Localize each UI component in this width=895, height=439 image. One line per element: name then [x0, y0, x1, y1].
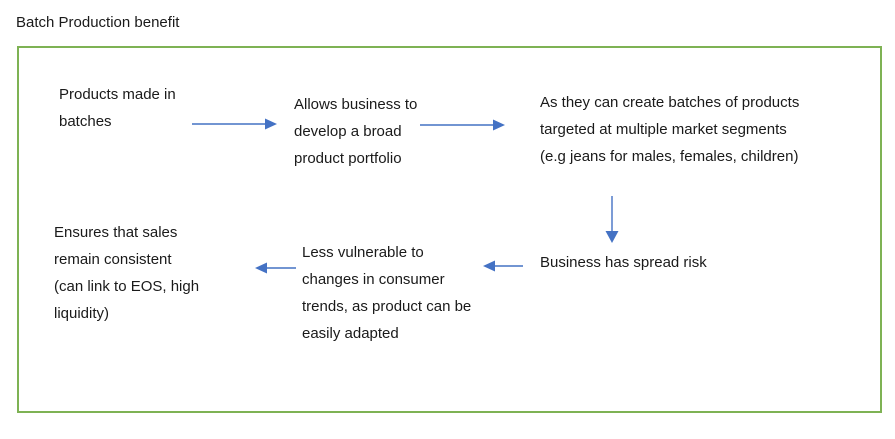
node-spread-risk: Business has spread risk — [540, 254, 707, 271]
node-less-vulnerable-to-trends: Less vulnerable to changes in consumer t… — [302, 244, 472, 342]
node-consistent-sales: Ensures that sales remain consistent (ca… — [54, 224, 200, 322]
node-products-made-in-batches: Products made in batches — [59, 86, 176, 130]
node-multiple-market-segments: As they can create batches of products t… — [540, 94, 800, 165]
diagram-frame — [17, 46, 882, 413]
node-broad-product-portfolio: Allows business to develop a broad produ… — [294, 96, 418, 167]
diagram-title: Batch Production benefit — [16, 14, 180, 31]
